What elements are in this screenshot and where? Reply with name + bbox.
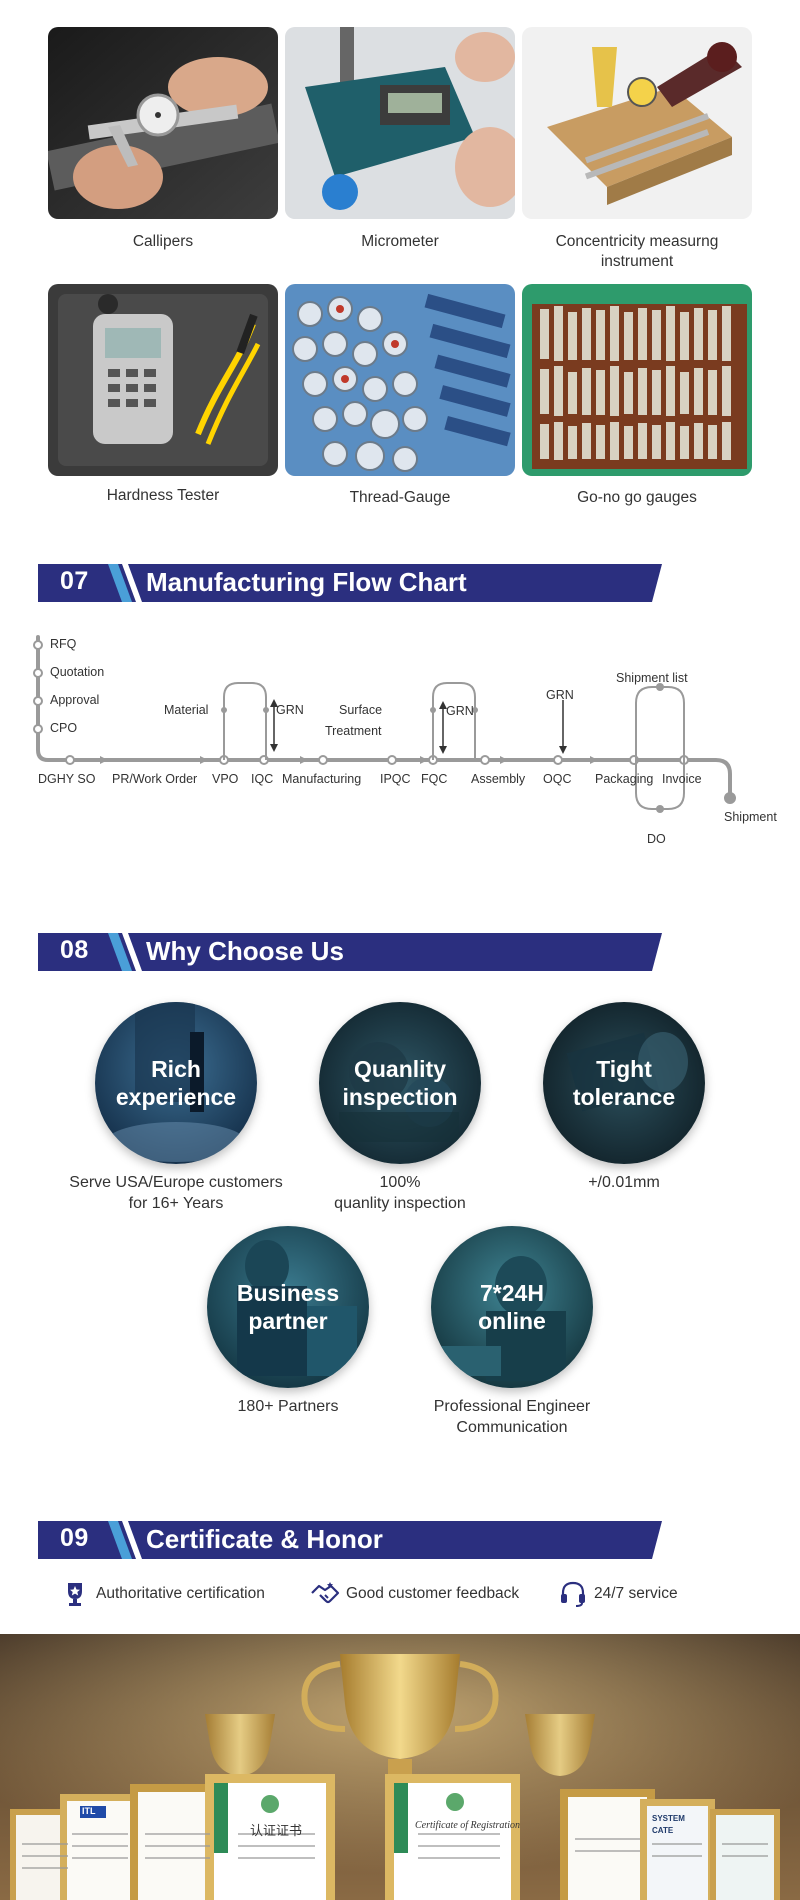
flow-step: IQC [251, 772, 274, 786]
feature-title: Tight tolerance [572, 1056, 676, 1110]
feature-circle-experience: Rich experience [95, 1002, 257, 1164]
concentricity-photo [522, 27, 752, 219]
flow-label-grn: GRN [276, 703, 304, 717]
flow-label-shipment-list: Shipment list [616, 671, 688, 685]
flow-label-treatment: Treatment [325, 724, 382, 738]
equipment-label: Hardness Tester [106, 487, 220, 504]
flow-label-grn: GRN [546, 688, 574, 702]
flow-step-quotation: Quotation [50, 665, 105, 679]
feature-description: Professional Engineer Communication [433, 1398, 591, 1436]
flow-step: VPO [212, 772, 239, 786]
feature-circle-inspection: Quanlity inspection [319, 1002, 481, 1164]
flow-step: Assembly [471, 772, 526, 786]
flow-step: DGHY SO [38, 772, 96, 786]
feature-circle-partner: Business partner [207, 1226, 369, 1388]
equipment-label: Concentricity measurng instrument [555, 233, 719, 270]
why-choose-us: Rich experience Serve USA/Europe custome… [0, 1000, 800, 1450]
handshake-icon [311, 1582, 340, 1604]
calliper-photo [48, 27, 278, 219]
flow-label-do: DO [647, 832, 666, 846]
flow-step: IPQC [380, 772, 411, 786]
flow-step: Manufacturing [282, 772, 362, 786]
section-title: Manufacturing Flow Chart [146, 567, 467, 597]
go-no-go-photo [522, 284, 752, 476]
trophy-certificate-showcase: 认证证书 Certificate of Registration ITL SYS… [0, 1634, 800, 1900]
trophy-badge-icon [68, 1583, 82, 1606]
cert-feature: Authoritative certification [60, 1578, 265, 1610]
feature-title: 7*24H online [478, 1280, 546, 1334]
flow-step: PR/Work Order [112, 772, 198, 786]
equipment-label: Micrometer [361, 233, 439, 250]
hardness-tester-photo [48, 284, 278, 476]
cert-feature-label: 24/7 service [594, 1585, 678, 1602]
feature-title: Rich experience [115, 1056, 237, 1110]
equipment-label: Thread-Gauge [349, 489, 451, 506]
flow-step: Packaging [595, 772, 654, 786]
feature-title: Business partner [236, 1280, 340, 1334]
feature-description: +/0.01mm [588, 1174, 660, 1191]
cert-feature: 24/7 service [558, 1578, 678, 1610]
certificate-heading: 认证证书 [250, 1824, 303, 1839]
headset-icon [561, 1581, 585, 1607]
feature-description: 180+ Partners [237, 1398, 339, 1415]
flow-step-rfq: RFQ [50, 637, 77, 651]
feature-description: Serve USA/Europe customers for 16+ Years [69, 1174, 283, 1212]
flow-step-approval: Approval [50, 693, 100, 707]
equipment-grid: Callipers Micrometer Concentricity measu… [0, 0, 800, 520]
equipment-label: Callipers [132, 233, 194, 250]
feature-circle-online: 7*24H online [431, 1226, 593, 1388]
feature-description: 100% quanlity inspection [334, 1174, 466, 1212]
flow-step-cpo: CPO [50, 721, 78, 735]
flow-step: Invoice [662, 772, 702, 786]
equipment-label: Go-no go gauges [577, 489, 697, 506]
section-banner-cert: 09 Certificate & Honor [38, 1521, 662, 1559]
certificate-system-label: SYSTEM [652, 1814, 685, 1823]
thread-gauge-photo [285, 284, 515, 476]
flow-step: OQC [543, 772, 572, 786]
flow-label-shipment: Shipment [724, 810, 777, 824]
section-title: Certificate & Honor [146, 1524, 383, 1554]
flow-label-grn: GRN [446, 704, 474, 718]
section-number: 07 [60, 567, 89, 595]
feature-circle-tolerance: Tight tolerance [543, 1002, 705, 1164]
flow-label-material: Material [164, 703, 209, 717]
section-number: 09 [60, 1524, 89, 1552]
flow-label-surface: Surface [339, 703, 383, 717]
cert-feature: Good customer feedback [310, 1578, 519, 1610]
certificate-itl-label: ITL [82, 1806, 96, 1816]
flow-step: FQC [421, 772, 448, 786]
section-banner-flow: 07 Manufacturing Flow Chart [38, 564, 662, 602]
certificate-cate-label: CATE [652, 1826, 674, 1835]
cert-feature-label: Good customer feedback [346, 1585, 520, 1602]
section-title: Why Choose Us [146, 936, 344, 966]
feature-title: Quanlity inspection [342, 1056, 458, 1110]
manufacturing-flow-chart: RFQ Quotation Approval CPO DGHY SO PR/Wo… [0, 625, 800, 846]
cert-feature-label: Authoritative certification [96, 1585, 265, 1602]
section-banner-why: 08 Why Choose Us [38, 933, 662, 971]
certificate-heading: Certificate of Registration [415, 1820, 520, 1831]
section-number: 08 [60, 936, 89, 964]
micrometer-photo [285, 27, 515, 219]
